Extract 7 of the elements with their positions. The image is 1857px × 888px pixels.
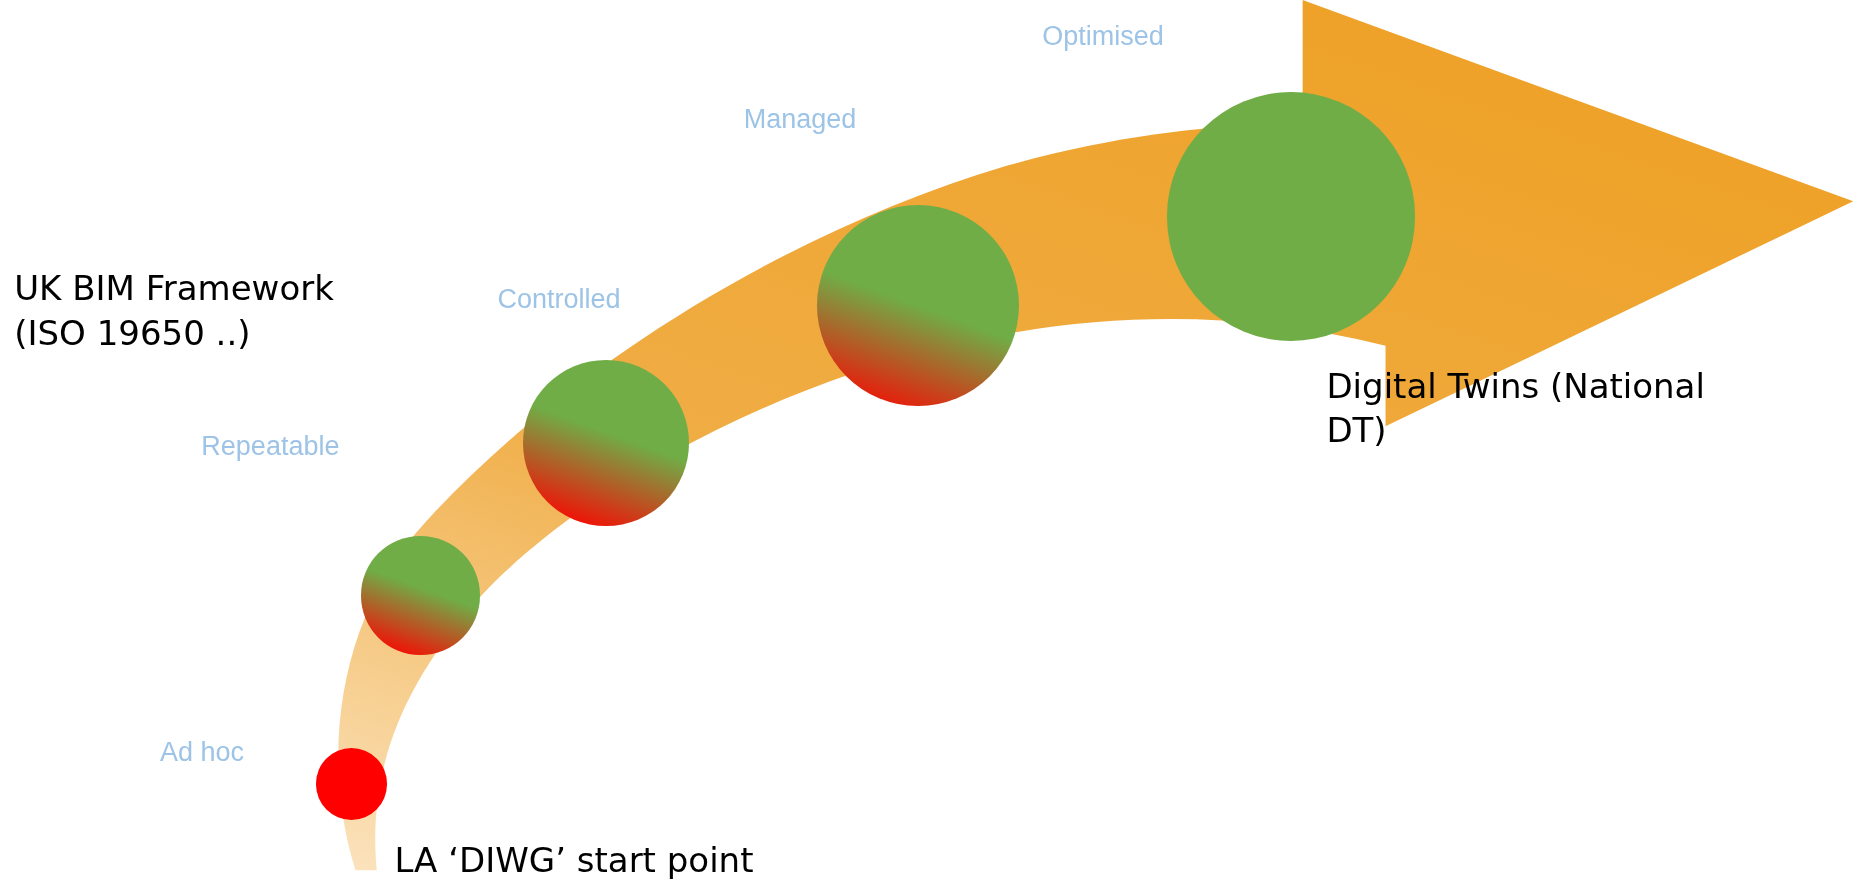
note-text: LA ‘DIWG’ start point (394, 839, 755, 883)
stage-label: Managed (743, 104, 857, 136)
stage-label: Optimised (1042, 21, 1164, 53)
stage-label: Controlled (497, 284, 621, 316)
stage-label: Repeatable (201, 431, 340, 463)
note-text: UK BIM Framework (ISO 19650 ..) (14, 267, 335, 355)
stage-label: Ad hoc (159, 736, 244, 768)
